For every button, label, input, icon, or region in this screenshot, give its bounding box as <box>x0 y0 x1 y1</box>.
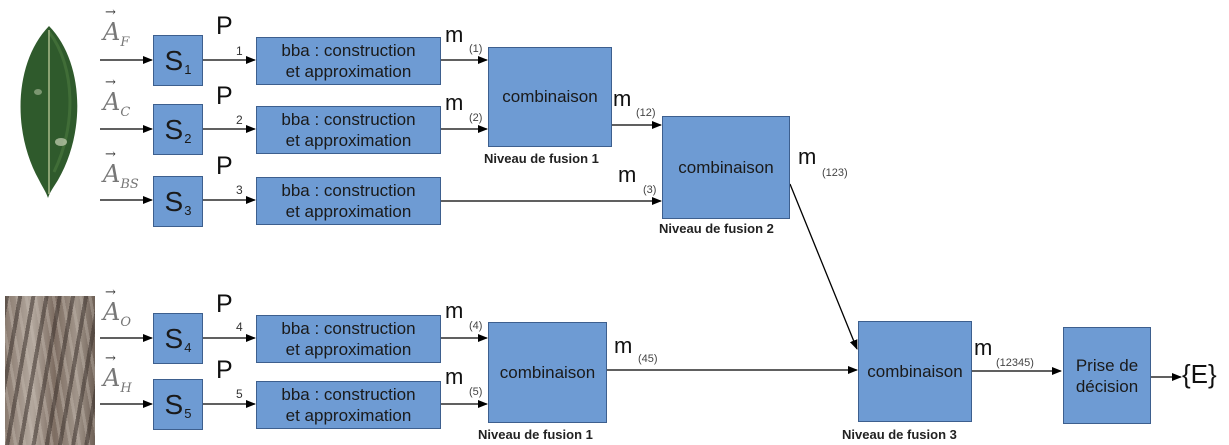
vector-label-5: →AH <box>103 351 132 396</box>
m-label-12345: m <box>974 335 993 360</box>
vector-arrow-icon: → <box>105 5 116 20</box>
p-sub-4: 4 <box>236 320 243 334</box>
m-label-12: m <box>613 86 632 111</box>
vector-label-4: →AO <box>103 285 132 330</box>
vector-label-1: →AF <box>103 5 130 50</box>
m-label-123: m <box>798 144 817 169</box>
output-label: {E} <box>1182 359 1217 389</box>
m-sub-5: (5) <box>469 386 483 398</box>
vector-arrow-icon: → <box>105 147 116 162</box>
m-sub-45: (45) <box>638 353 658 365</box>
m-sub-12: (12) <box>636 107 656 119</box>
bark-image <box>5 296 95 445</box>
p-sub-5: 5 <box>236 387 243 401</box>
m-label-5: m <box>445 364 464 389</box>
vector-arrow-icon: → <box>105 75 116 90</box>
combination-box-level2: combinaison <box>662 116 790 219</box>
m-sub-1: (1) <box>469 43 483 55</box>
m-label-45: m <box>614 333 633 358</box>
m-label-2: m <box>445 90 464 115</box>
p-sub-3: 3 <box>236 183 243 197</box>
p-sub-1: 1 <box>236 44 243 58</box>
m-sub-3: (3) <box>643 184 657 196</box>
level3-label: Niveau de fusion 3 <box>842 427 957 442</box>
level1-top-label: Niveau de fusion 1 <box>484 151 599 166</box>
p-label-3: P <box>216 152 233 180</box>
p-label-5: P <box>216 356 233 384</box>
leaf-image <box>20 26 78 198</box>
m-label-4: m <box>445 298 464 323</box>
vector-label-3: →ABS <box>103 147 139 192</box>
m-sub-123: (123) <box>822 167 848 179</box>
m-sub-4: (4) <box>469 320 483 332</box>
p-label-2: P <box>216 82 233 110</box>
m-label-1: m <box>445 22 464 47</box>
vector-arrow-icon: → <box>105 351 116 366</box>
m-sub-2: (2) <box>469 112 483 124</box>
combination-box-level1-top: combinaison <box>488 47 612 147</box>
p-label-4: P <box>216 290 233 318</box>
vector-label-2: →AC <box>103 75 131 120</box>
combination-box-level3: combinaison <box>858 321 972 422</box>
level1-bottom-label: Niveau de fusion 1 <box>478 427 593 442</box>
p-sub-2: 2 <box>236 113 243 127</box>
m-sub-12345: (12345) <box>996 357 1034 369</box>
level2-label: Niveau de fusion 2 <box>659 221 774 236</box>
vector-arrow-icon: → <box>105 285 116 300</box>
combination-box-level1-bottom: combinaison <box>488 322 607 423</box>
m-label-3: m <box>618 162 637 187</box>
p-label-1: P <box>216 12 233 40</box>
